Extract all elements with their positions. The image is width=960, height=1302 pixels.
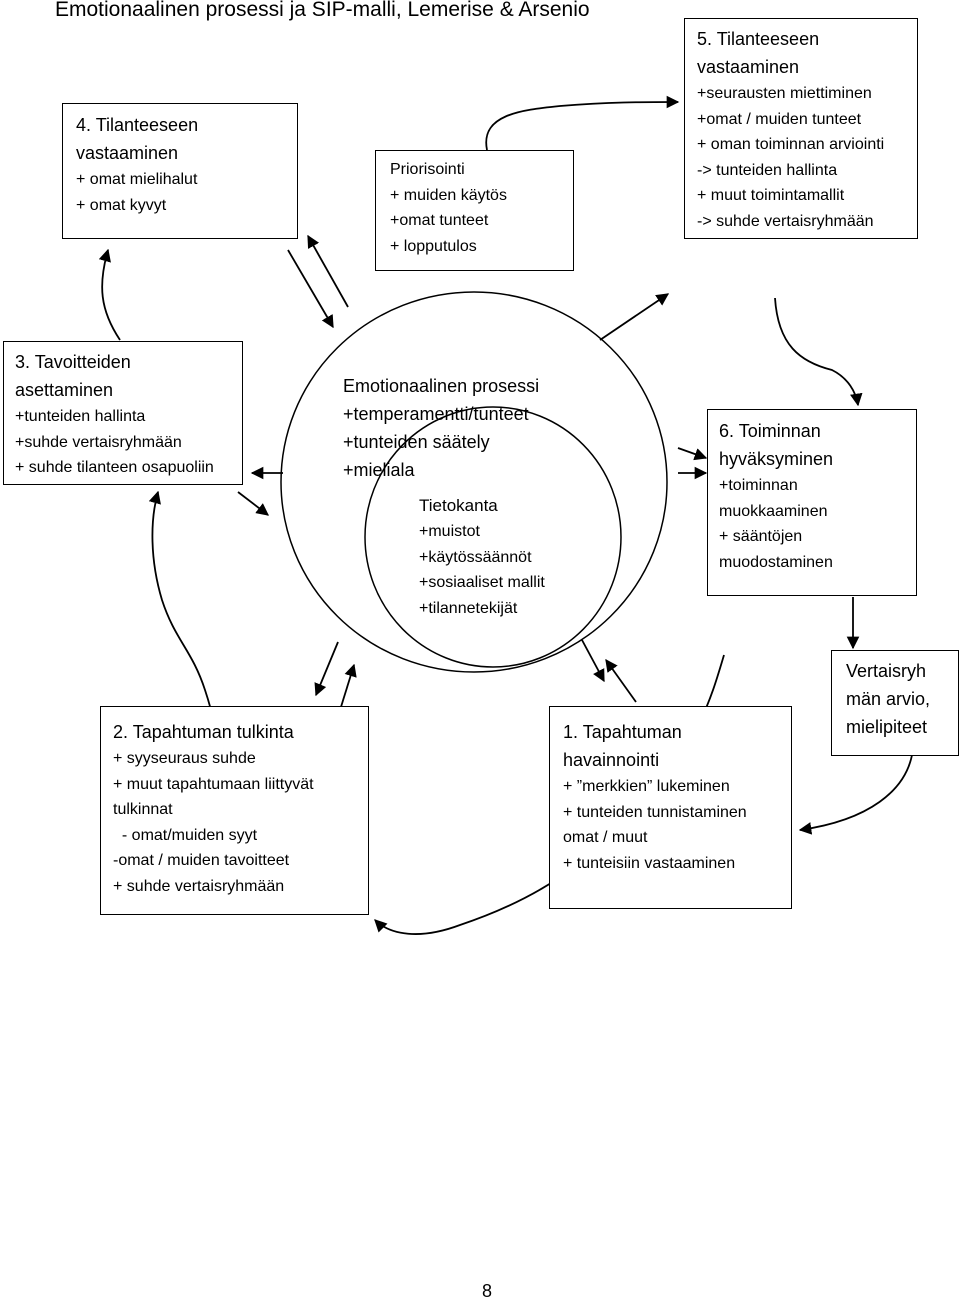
step5-item-2: +omat / muiden tunteet (697, 110, 862, 128)
database-item-2: +käytössäännöt (419, 548, 532, 566)
step4-item-1: + omat mielihalut (76, 171, 198, 188)
step5-item-1: +seurausten miettiminen (697, 85, 872, 102)
step4-heading-2: vastaaminen (76, 143, 179, 163)
step2-item-3: tulkinnat (113, 801, 173, 818)
page-number: 8 (482, 1281, 493, 1301)
step2-item-6: + suhde vertaisryhmään (113, 877, 285, 895)
box-step5-responding: 5. Tilanteeseen vastaaminen +seurausten … (684, 18, 918, 239)
peer-item-1: Vertaisryh (846, 661, 927, 681)
arrow-step1-to-circle (605, 658, 637, 703)
step5-item-3: + oman toiminnan arviointi (697, 136, 885, 153)
prioritization-item-3: +omat tunteet (390, 212, 489, 229)
box-step2-interpretation: 2. Tapahtuman tulkinta + syyseuraus suhd… (100, 706, 369, 915)
arrow-circle-to-step1 (581, 639, 605, 683)
step2-item-1: + syyseuraus suhde (113, 750, 256, 767)
arrow-circle-to-step6-a (677, 447, 708, 461)
arrow-circle-to-box-top (307, 234, 349, 308)
emotional-process-text: Emotionaalinen prosessi +temperamentti/t… (343, 372, 539, 484)
step3-heading-2: asettaminen (15, 380, 114, 400)
emotional-process-item-1: +temperamentti/tunteet (343, 404, 529, 424)
peer-item-2: män arvio, (846, 689, 931, 709)
step5-heading-1: 5. Tilanteeseen (697, 29, 820, 49)
database-heading: Tietokanta (419, 496, 498, 515)
emotional-process-heading: Emotionaalinen prosessi (343, 376, 540, 396)
box-step6-acceptance: 6. Toiminnan hyväksyminen +toiminnan muo… (707, 409, 917, 596)
step1-item-1: + ”merkkien” lukeminen (563, 778, 730, 795)
step6-item-4: muodostaminen (719, 553, 833, 571)
box-step3-goal-setting: 3. Tavoitteiden asettaminen +tunteiden h… (3, 341, 243, 485)
box-step4-responding: 4. Tilanteeseen vastaaminen + omat mieli… (62, 103, 298, 239)
box-step1-observation: 1. Tapahtuman havainnointi + ”merkkien” … (549, 706, 792, 909)
step3-heading-1: 3. Tavoitteiden (15, 352, 131, 372)
arrow-step5-to-step6 (774, 297, 863, 407)
prioritization-item-4: + lopputulos (390, 237, 477, 255)
step5-heading-2: vastaaminen (697, 57, 800, 77)
arrow-step3-to-circle (237, 491, 269, 516)
step4-heading-1: 4. Tilanteeseen (76, 115, 199, 135)
arrow-peer-to-step1 (798, 754, 913, 835)
prioritization-item-1: Priorisointi (390, 161, 465, 178)
step5-item-6: -> suhde vertaisryhmään (697, 212, 874, 230)
arrow-circle-to-step2 (314, 641, 339, 697)
database-text: Tietokanta +muistot +käytössäännöt +sosi… (419, 492, 545, 621)
step6-item-3: + sääntöjen (719, 528, 803, 545)
step3-item-2: +suhde vertaisryhmään (15, 433, 182, 451)
diagram-title: Emotionaalinen prosessi ja SIP-malli, Le… (55, 0, 590, 21)
step6-item-1: +toiminnan (719, 477, 798, 494)
step6-heading-1: 6. Toiminnan (719, 421, 821, 441)
emotional-process-item-3: +mieliala (343, 460, 415, 480)
database-item-1: +muistot (419, 523, 480, 540)
database-circle (364, 406, 622, 668)
emotional-process-item-2: +tunteiden säätely (343, 432, 490, 452)
step3-item-1: +tunteiden hallinta (15, 408, 146, 425)
step6-heading-2: hyväksyminen (719, 449, 834, 469)
step1-item-4: + tunteisiin vastaaminen (563, 854, 736, 872)
database-item-3: +sosiaaliset mallit (419, 574, 545, 591)
arrow-step3-to-step4 (98, 248, 121, 341)
prioritization-item-2: + muiden käytös (390, 186, 507, 204)
arrow-circle-to-step5 (599, 293, 670, 341)
box-prioritization: Priorisointi + muiden käytös +omat tunte… (375, 150, 574, 271)
step5-item-5: + muut toimintamallit (697, 187, 845, 204)
step1-heading-2: havainnointi (563, 750, 660, 770)
step2-item-2: + muut tapahtumaan liittyvät (113, 775, 314, 793)
step3-item-3: + suhde tilanteen osapuoliin (15, 459, 214, 476)
step1-item-3: omat / muut (563, 829, 648, 846)
step2-heading: 2. Tapahtuman tulkinta (113, 722, 294, 742)
arrow-box-to-circle-top (287, 249, 334, 329)
box-peer-evaluation: Vertaisryh män arvio, mielipiteet (831, 650, 959, 756)
step2-item-4: - omat/muiden syyt (113, 826, 258, 844)
step1-heading-1: 1. Tapahtuman (563, 722, 682, 742)
database-item-4: +tilannetekijät (419, 599, 518, 617)
emotional-process-circle (280, 291, 668, 673)
step4-item-2: + omat kyvyt (76, 196, 167, 214)
step1-item-2: + tunteiden tunnistaminen (563, 803, 747, 821)
peer-item-3: mielipiteet (846, 717, 928, 737)
arrow-prioritization-to-step5 (485, 95, 680, 151)
step2-item-5: -omat / muiden tavoitteet (113, 852, 290, 869)
step5-item-4: -> tunteiden hallinta (697, 161, 838, 179)
step6-item-2: muokkaaminen (719, 502, 828, 520)
